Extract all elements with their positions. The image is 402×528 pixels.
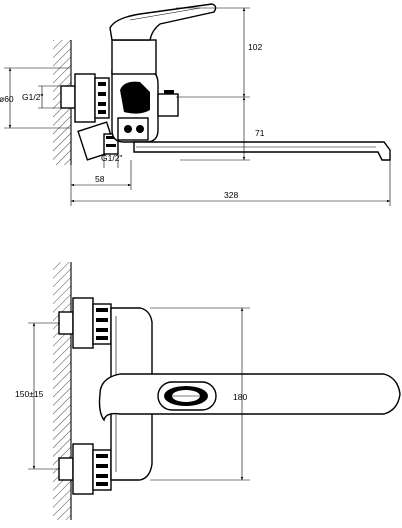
dim-wall-axis: 58	[95, 174, 105, 184]
dim-center-distance: 150±15	[15, 389, 44, 399]
spout-front	[98, 373, 401, 422]
front-view: 150±15 180	[15, 262, 401, 520]
dim-spout-offset: 71	[255, 128, 265, 138]
eccentric-fitting-top	[60, 73, 110, 123]
side-view: 102 71 ø60 G1/2" G1/2" 58 328	[0, 3, 391, 206]
eccentric-upper	[58, 297, 112, 349]
dim-thread-bottom: G1/2"	[101, 153, 122, 163]
eccentric-lower	[58, 443, 112, 495]
dim-thread-top: G1/2"	[22, 92, 43, 102]
dim-height-handle: 102	[248, 42, 262, 52]
mixer-body	[111, 69, 179, 143]
spout-side	[133, 141, 391, 161]
dim-spout-reach: 180	[233, 392, 247, 402]
dim-spout-length: 328	[224, 190, 238, 200]
wall-hatch-bottom	[53, 262, 71, 520]
handle	[109, 3, 217, 75]
dim-diameter: ø60	[0, 94, 14, 104]
